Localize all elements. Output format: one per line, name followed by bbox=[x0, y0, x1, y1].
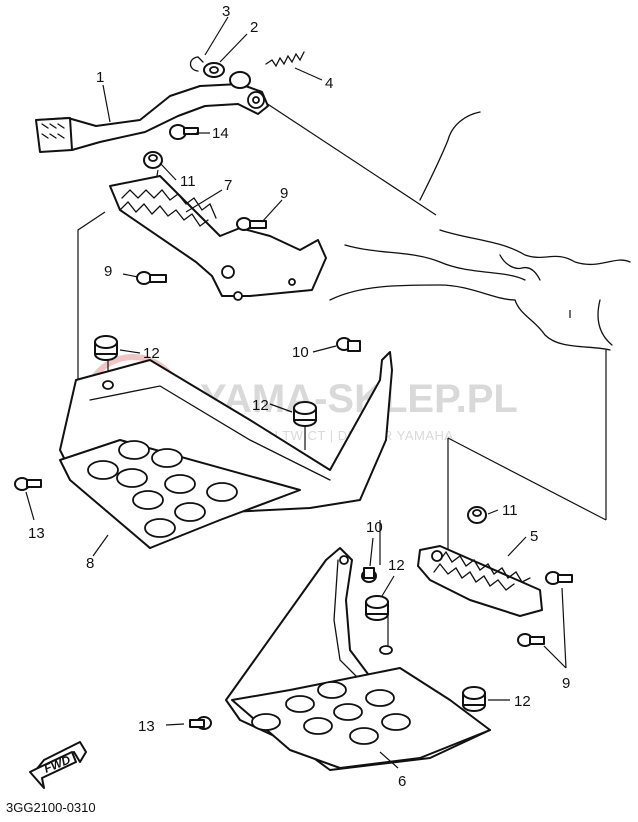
callout-9-lower: 9 bbox=[562, 675, 570, 692]
bolt-10-lower bbox=[361, 567, 377, 583]
callout-5: 5 bbox=[530, 528, 538, 545]
nut-upper bbox=[143, 151, 163, 169]
diagram-code: 3GG2100-0310 bbox=[6, 800, 96, 815]
callout-10-upper: 10 bbox=[292, 344, 309, 361]
callout-6: 6 bbox=[398, 773, 406, 790]
callout-12-d: 12 bbox=[514, 693, 531, 710]
nut-lower bbox=[467, 506, 487, 524]
callout-8: 8 bbox=[86, 555, 94, 572]
footplate-upper bbox=[59, 351, 393, 549]
footrest-bracket-left bbox=[109, 175, 327, 301]
bolt-9-lower-a bbox=[545, 571, 573, 585]
callout-13-lower: 13 bbox=[138, 718, 155, 735]
bolt-9-upper-a bbox=[236, 217, 267, 231]
callout-9-upper-b: 9 bbox=[104, 263, 112, 280]
bolt-10-upper bbox=[336, 337, 361, 352]
bolt-13-lower bbox=[189, 716, 212, 730]
callout-1: 1 bbox=[96, 69, 104, 86]
callout-13-upper: 13 bbox=[28, 525, 45, 542]
fwd-arrow: FWD bbox=[29, 741, 87, 789]
callout-11-lower: 11 bbox=[502, 502, 518, 519]
bolt-13-upper bbox=[14, 477, 42, 491]
watermark-title: YAMA-SKLEP.PL bbox=[200, 377, 518, 421]
footplate-lower bbox=[225, 547, 491, 771]
callout-7: 7 bbox=[224, 177, 232, 194]
grommet-12-d bbox=[462, 686, 486, 712]
fwd-label: FWD bbox=[42, 752, 73, 775]
spring bbox=[265, 51, 305, 68]
callout-12-c: 12 bbox=[388, 557, 405, 574]
footrest-bracket-right bbox=[417, 545, 543, 617]
grommet-12-b bbox=[293, 401, 317, 427]
grommet-12-a bbox=[94, 335, 118, 361]
grommet-12-c bbox=[365, 595, 389, 621]
clip bbox=[189, 56, 204, 72]
callout-11-upper: 11 bbox=[180, 173, 196, 190]
callout-12-a: 12 bbox=[143, 345, 160, 362]
callout-9-upper-a: 9 bbox=[280, 185, 288, 202]
callout-3: 3 bbox=[222, 3, 230, 20]
callout-labels: 3 2 4 1 14 11 7 9 9 10 12 12 13 8 10 11 … bbox=[28, 3, 570, 790]
callout-12-b: 12 bbox=[252, 397, 269, 414]
pivot-boss bbox=[229, 71, 251, 89]
frame-fragment bbox=[329, 111, 631, 520]
callout-leaders bbox=[25, 16, 567, 769]
callout-10-lower: 10 bbox=[366, 519, 383, 536]
washer bbox=[203, 62, 225, 78]
callout-2: 2 bbox=[250, 19, 258, 36]
bolt-9-upper-b bbox=[136, 271, 167, 285]
pedal-pivot-bolt bbox=[169, 124, 199, 140]
callout-14: 14 bbox=[212, 125, 229, 142]
callout-4: 4 bbox=[325, 75, 333, 92]
brake-pedal bbox=[35, 83, 269, 153]
bolt-9-lower-b bbox=[517, 633, 545, 647]
